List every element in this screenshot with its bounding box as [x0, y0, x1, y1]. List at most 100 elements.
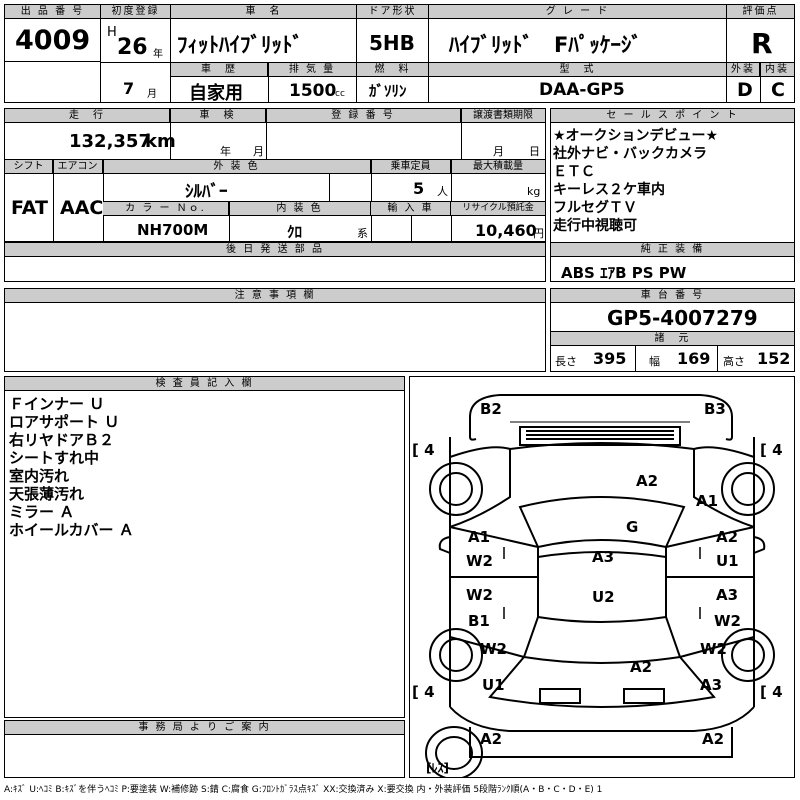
door-cell: ドア形状 5HB	[357, 5, 429, 62]
import-header: 輸 入 車	[371, 202, 451, 216]
shift-value: FAT	[11, 197, 48, 219]
color-no-header: カ ラ ー Ｎｏ.	[103, 202, 229, 216]
ext-color-value: ｼﾙﾊﾞｰ	[185, 182, 228, 202]
car-name-cell: 車 名 ﾌｨｯﾄﾊｲﾌﾞﾘｯﾄﾞ 車 歴 排 気 量 自家用 1500 cc	[171, 5, 357, 104]
displacement-unit: cc	[335, 89, 345, 99]
door-header: ドア形状	[357, 5, 428, 19]
mark-rear-left-w2: W2	[480, 640, 507, 658]
year-value: 26	[117, 35, 148, 60]
inspector-note: Ｆインナー Ｕ	[9, 395, 105, 413]
inspector-note: ホイールカバー Ａ	[9, 521, 134, 539]
legend-text: A:ｷｽﾞ U:ﾍｺﾐ B:ｷｽﾞを伴うﾍｺﾐ P:要塗装 W:補修跡 S:錆 …	[4, 785, 603, 795]
height-value: 152	[757, 349, 791, 368]
displacement-value: 1500	[289, 81, 337, 101]
fuel-cell: 燃 料 ｶﾞｿﾘﾝ	[357, 62, 429, 102]
inspection-year-unit: 年	[220, 145, 231, 158]
history-value: 自家用	[189, 83, 243, 104]
era-label: H	[107, 25, 117, 40]
later-parts-block: 後 日 発 送 部 品	[4, 242, 546, 282]
sales-point-list: ★オークションデビュー★ 社外ナビ・バックカメラ ＥＴＣ キーレス２ケ車内 フル…	[553, 127, 718, 235]
later-parts-header: 後 日 発 送 部 品	[5, 243, 545, 257]
history-header: 車 歴	[171, 63, 268, 77]
inspector-note: シートすれ中	[9, 449, 100, 467]
grade-header: グ レ ー ド	[429, 5, 726, 19]
lot-number: 4009	[15, 25, 91, 56]
fuel-value: ｶﾞｿﾘﾝ	[369, 82, 407, 100]
month-unit: 月	[147, 89, 157, 100]
mark-b3: B3	[704, 400, 726, 418]
top-block: 出 品 番 号 4009 初度登録 H 26 年 7 月 車 名 ﾌｨｯﾄﾊｲﾌ…	[4, 4, 795, 104]
mark-right-a2: A2	[716, 528, 739, 546]
month-value: 7	[123, 79, 135, 98]
grade-cell: グ レ ー ド ﾊｲﾌﾞﾘｯﾄﾞ Fﾊﾟｯｹｰｼﾞ	[429, 5, 727, 62]
grade-value: ﾊｲﾌﾞﾘｯﾄﾞ Fﾊﾟｯｹｰｼﾞ	[449, 33, 642, 57]
spare-tire-label: [ﾚｽ]	[426, 761, 449, 775]
score-cell: 評価点 R 外装 内装 D C	[727, 5, 794, 102]
transfer-month-unit: 月	[493, 145, 504, 158]
notes-block: 注 意 事 項 欄	[4, 288, 546, 372]
notes-header: 注 意 事 項 欄	[5, 289, 545, 303]
lot-number-cell: 出 品 番 号 4009	[5, 5, 101, 102]
mark-right-w2: W2	[714, 612, 741, 630]
transfer-day-unit: 日	[529, 145, 540, 158]
recycle-unit: 円	[533, 227, 544, 240]
equipment-header: 純 正 装 備	[551, 243, 794, 257]
color-no-value: NH700M	[137, 221, 209, 239]
inspector-block: 検 査 員 記 入 欄 Ｆインナー Ｕ ロアサポート Ｕ 右リヤドアＢ２ シート…	[4, 376, 405, 718]
equipment-value: ABS ｴｱB PS PW	[561, 264, 687, 282]
sales-point-item: ★オークションデビュー★	[553, 128, 719, 144]
mark-rear-bumper-right-a2: A2	[702, 730, 725, 748]
int-color-suffix: 系	[357, 227, 368, 240]
mileage-unit: km	[145, 131, 176, 152]
sales-point-item: 走行中視聴可	[553, 218, 637, 234]
tire-front-left: [ 4	[412, 441, 435, 459]
ac-value: AAC	[60, 197, 104, 219]
lot-number-header: 出 品 番 号	[5, 5, 100, 19]
sales-point-block: セ ー ル ス ポ イ ン ト ★オークションデビュー★ 社外ナビ・バックカメラ…	[550, 108, 795, 282]
width-label: 幅	[649, 355, 660, 368]
mark-right-u1: U1	[716, 552, 739, 570]
mark-rear-right-w2: W2	[700, 640, 727, 658]
car-name: ﾌｨｯﾄﾊｲﾌﾞﾘｯﾄﾞ	[177, 33, 303, 57]
mark-left-a1: A1	[468, 528, 491, 546]
car-name-header: 車 名	[171, 5, 356, 19]
mark-rear-bumper-left-a2: A2	[480, 730, 503, 748]
mileage-header: 走 行	[5, 109, 170, 123]
tire-rear-left: [ 4	[412, 683, 435, 701]
load-unit: kg	[527, 185, 541, 198]
displacement-header: 排 気 量	[268, 63, 356, 77]
int-color-value: ｸﾛ	[287, 223, 303, 241]
mid-left-block: 走 行 車 検 登 録 番 号 譲渡書類期限 132,357 km 年 月 月 …	[4, 108, 546, 242]
first-registration-header: 初度登録	[101, 5, 170, 19]
length-label: 長さ	[555, 355, 577, 368]
tire-rear-right: [ 4	[760, 683, 783, 701]
mark-hood-a2: A2	[636, 472, 659, 490]
chassis-number: GP5-4007279	[607, 306, 758, 330]
inspector-note: ロアサポート Ｕ	[9, 413, 120, 431]
recycle-value: 10,460	[475, 221, 537, 240]
chassis-block: 車 台 番 号 GP5-4007279 諸 元 長さ 395 幅 169 高さ …	[550, 288, 795, 372]
capacity-unit: 人	[437, 185, 448, 198]
fuel-header: 燃 料	[357, 63, 428, 77]
score-value: R	[751, 27, 773, 60]
interior-header: 内装	[760, 63, 794, 77]
inspection-month-unit: 月	[253, 145, 264, 158]
mark-right-a3: A3	[716, 586, 739, 604]
inspector-note: 天張薄汚れ	[9, 485, 85, 503]
capacity-value: 5	[413, 179, 425, 198]
transfer-header: 譲渡書類期限	[461, 109, 545, 123]
length-value: 395	[593, 349, 627, 368]
sales-point-item: キーレス２ケ車内	[553, 182, 665, 198]
height-label: 高さ	[723, 355, 745, 368]
ext-color-header: 外 装 色	[103, 160, 371, 174]
interior-score: C	[771, 79, 785, 101]
model-cell: 型 式 DAA-GP5	[429, 62, 727, 102]
first-registration-cell: 初度登録 H 26 年 7 月	[101, 5, 171, 102]
mark-b2: B2	[480, 400, 502, 418]
car-diagram: B2 B3 [ 4 [ 4 A2 A1 G A1 W2 A3 A2 U1 W2 …	[409, 376, 795, 778]
car-outline	[425, 394, 775, 777]
score-header: 評価点	[727, 5, 794, 19]
mark-windshield-g: G	[626, 518, 639, 536]
chassis-header: 車 台 番 号	[551, 289, 794, 303]
mark-front-right-a1: A1	[696, 492, 719, 510]
